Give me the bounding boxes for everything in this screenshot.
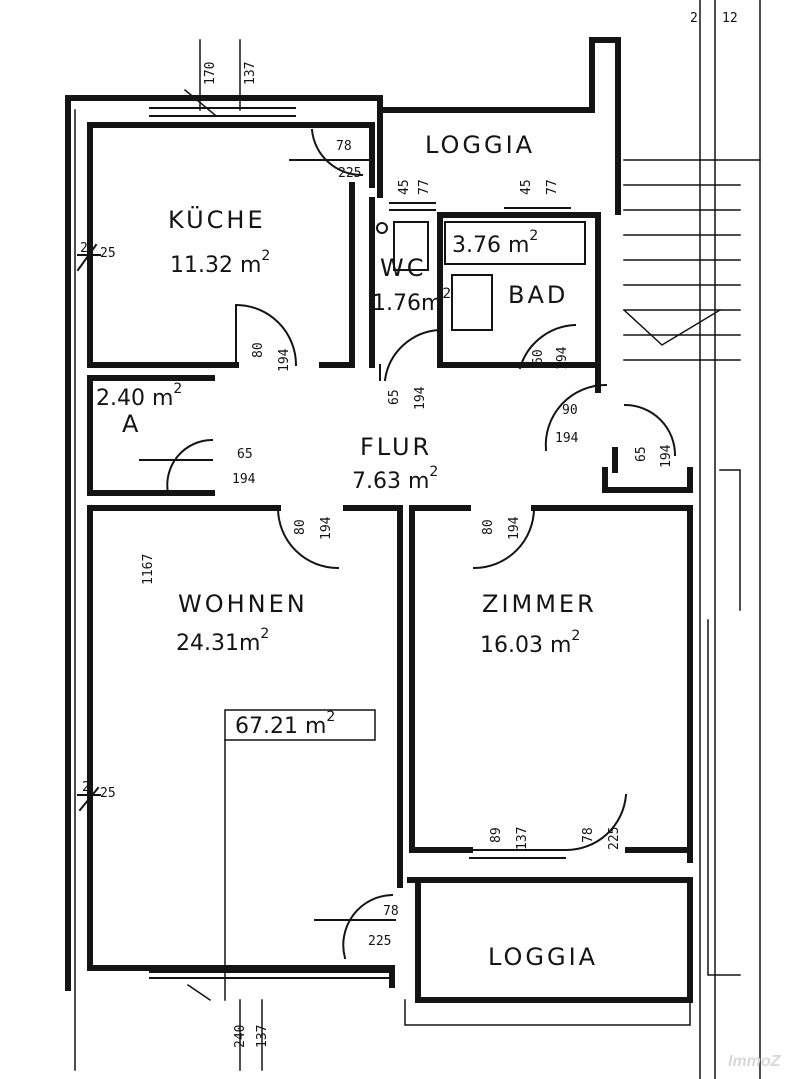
dim-bottom-win-a: 240 xyxy=(233,1025,248,1048)
dim-door-zimmer-h: 194 xyxy=(507,516,522,540)
dim-door-side-h: 194 xyxy=(659,444,674,468)
room-area-wc: 1.76m2 xyxy=(372,286,451,316)
dim-bottom-win-b: 137 xyxy=(255,1025,270,1048)
room-name-zimmer: ZIMMER xyxy=(482,590,597,618)
dim-wall-left-bottom: 25 xyxy=(100,786,116,801)
room-area-zimmer: 16.03 m2 xyxy=(480,628,580,658)
room-name-abstell: A xyxy=(122,410,141,438)
sanitary-fixtures xyxy=(376,221,586,331)
room-name-loggia-top: LOGGIA xyxy=(425,131,535,159)
dim-door-entry-w: 90 xyxy=(562,403,578,418)
dim-zimmer-door-w: 78 xyxy=(581,827,596,843)
room-name-wohnen: WOHNEN xyxy=(178,590,308,618)
dim-kueche-door-w: 78 xyxy=(336,139,352,154)
dim-wc-win-a: 45 xyxy=(397,179,412,195)
dim-zimmer-door-h: 225 xyxy=(607,827,622,850)
dim-door-abstell-h: 194 xyxy=(232,472,256,487)
room-name-wc: WC xyxy=(380,254,427,282)
dim-wc-win-b: 77 xyxy=(417,179,432,195)
dim-door-wohnen-h: 194 xyxy=(319,516,334,540)
room-name-kueche: KÜCHE xyxy=(168,205,266,234)
room-area-bad: 3.76 m2 xyxy=(452,228,538,258)
dim-bad-win-a: 45 xyxy=(519,179,534,195)
room-area-flur: 7.63 m2 xyxy=(352,464,438,494)
dim-wall-left-top: 25 xyxy=(100,246,116,261)
dim-wohnen-door-w: 78 xyxy=(383,904,399,919)
dim-door-wc-w: 65 xyxy=(387,389,402,405)
dim-door-abstell-w: 65 xyxy=(237,447,253,462)
dim-door-bad-h: 194 xyxy=(555,346,570,370)
dim-top-window-b: 137 xyxy=(243,62,258,85)
door-swings xyxy=(76,128,677,960)
dim-zimmer-win-b: 137 xyxy=(515,827,530,850)
room-area-abstell: 2.40 m2 xyxy=(96,381,182,411)
dim-door-entry-h: 194 xyxy=(555,431,579,446)
dim-door-wc-h: 194 xyxy=(413,386,428,410)
dim-door-wohnen-w: 80 xyxy=(293,519,308,535)
dim-door-side-w: 65 xyxy=(634,446,649,462)
windows xyxy=(149,99,571,979)
dim-door-kueche-w: 80 xyxy=(251,342,266,358)
dim-door-zimmer-w: 80 xyxy=(481,519,496,535)
dim-kueche-door-h: 225 xyxy=(338,166,361,181)
dim-wall-left-top-b: 2 xyxy=(80,241,88,256)
dim-top-window-a: 170 xyxy=(203,62,218,85)
guide-lines xyxy=(74,0,761,1079)
dim-corner-a: 2 xyxy=(690,11,698,26)
dim-wall-left-bottom-b: 2 xyxy=(82,780,90,795)
watermark: ImmoZ xyxy=(728,1053,782,1070)
total-area: 67.21 m2 xyxy=(235,709,335,739)
room-name-loggia-bottom: LOGGIA xyxy=(488,943,598,971)
dim-height-total: 1167 xyxy=(141,554,156,585)
room-area-wohnen: 24.31m2 xyxy=(176,626,269,656)
outer-walls xyxy=(65,37,693,1003)
room-area-kueche: 11.32 m2 xyxy=(170,248,270,278)
dim-wohnen-door-h: 225 xyxy=(368,934,391,949)
dim-door-bad-w: 60 xyxy=(531,349,546,365)
dim-zimmer-win-a: 89 xyxy=(489,827,504,843)
dim-bad-win-b: 77 xyxy=(545,179,560,195)
dim-door-kueche-h: 194 xyxy=(277,348,292,372)
room-name-bad: BAD xyxy=(508,281,568,309)
room-name-flur: FLUR xyxy=(360,433,432,461)
dim-corner-b: 12 xyxy=(722,11,738,26)
